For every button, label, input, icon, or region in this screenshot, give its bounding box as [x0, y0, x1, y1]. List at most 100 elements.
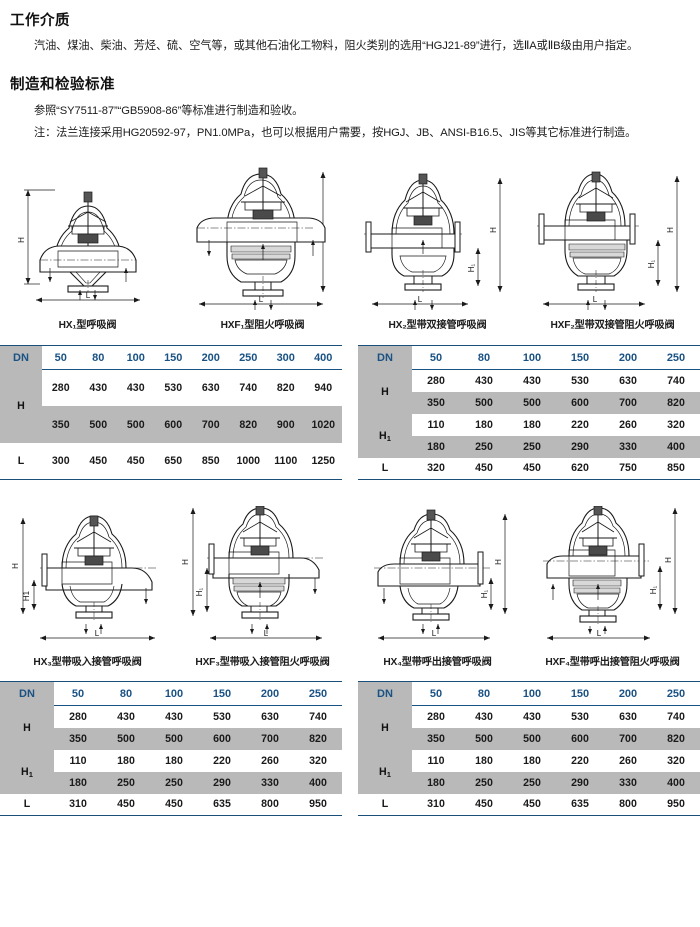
- cell: 635: [198, 793, 246, 816]
- col-header: 250: [294, 681, 342, 707]
- cell: 250: [508, 435, 556, 458]
- cell: 250: [460, 771, 508, 794]
- cell: 950: [652, 793, 700, 816]
- cell: 400: [652, 435, 700, 458]
- svg-text:L: L: [264, 629, 269, 638]
- cell: 600: [556, 727, 604, 750]
- row-label-h1: H1: [0, 749, 54, 794]
- cell: 600: [154, 406, 192, 443]
- row-label-h1: H1: [358, 413, 412, 458]
- cell: 940: [304, 369, 342, 407]
- cell: 500: [102, 727, 150, 750]
- cell: 330: [246, 771, 294, 794]
- svg-text:L: L: [597, 629, 602, 638]
- diagram-hxf4: H H₁ L: [525, 506, 700, 651]
- cell: 450: [460, 793, 508, 816]
- cell: 450: [150, 793, 198, 816]
- cell: 450: [460, 457, 508, 480]
- cell: 600: [556, 391, 604, 414]
- table-header-row: DN 50 80 100 150 200 250: [0, 681, 342, 707]
- cell: 220: [556, 749, 604, 772]
- col-header: 150: [556, 345, 604, 371]
- section-title-manufacturing-standard: 制造和检验标准: [10, 77, 115, 94]
- table-hx2-hxf2: DN 50 80 100 150 200 250 H 280 430 430 5…: [358, 345, 700, 481]
- cell: 350: [412, 391, 460, 414]
- col-header: 100: [508, 681, 556, 707]
- cell: 820: [294, 727, 342, 750]
- section-body-standard-line2: 注：法兰连接采用HG20592-97，PN1.0MPa，也可以根据用户需要，按H…: [34, 126, 637, 139]
- col-header: 150: [198, 681, 246, 707]
- table-row: H 280 430 430 530 630 740: [358, 705, 700, 750]
- col-header: 250: [229, 345, 267, 371]
- caption-row-top: HX₁型呼吸阀 HXF₁型阻火呼吸阀 HX₂型带双接管呼吸阀 HXF₂型带双接管…: [0, 316, 700, 331]
- cell: 850: [192, 442, 230, 480]
- cell: 110: [54, 749, 102, 772]
- caption-hxf1: HXF₁型阻火呼吸阀: [220, 320, 305, 332]
- row-label-l: L: [0, 442, 42, 480]
- row-label-l: L: [358, 793, 412, 816]
- row-label-l: L: [0, 793, 54, 816]
- cell: 260: [246, 749, 294, 772]
- cell: 350: [42, 406, 80, 443]
- col-header: 300: [267, 345, 305, 371]
- cell: 320: [294, 749, 342, 772]
- cell: 430: [460, 369, 508, 392]
- col-header: 80: [460, 681, 508, 707]
- table-corner-dn: DN: [0, 681, 54, 706]
- table-corner-dn: DN: [358, 681, 412, 706]
- table-hx4-hxf4: DN 50 80 100 150 200 250 H 280 430 430 5…: [358, 681, 700, 817]
- cell: 180: [54, 771, 102, 794]
- svg-text:H: H: [666, 227, 675, 233]
- col-header: 250: [652, 345, 700, 371]
- table-row: 180 250 250 290 330 400: [0, 771, 342, 794]
- col-header: 80: [460, 345, 508, 371]
- col-header: 150: [154, 345, 192, 371]
- table-row: 180 250 250 290 330 400: [358, 435, 700, 458]
- cell: 180: [102, 749, 150, 772]
- table-row: 350 500 500 600 700 820: [358, 727, 700, 750]
- cell: 180: [460, 749, 508, 772]
- col-header: 80: [102, 681, 150, 707]
- cell: 250: [102, 771, 150, 794]
- table-row: 350 500 500 600 700 820 900 1020: [0, 406, 342, 443]
- cell: 450: [79, 442, 117, 480]
- diagram-hx2: H H₁ L: [350, 164, 525, 314]
- cell: 530: [154, 369, 192, 407]
- caption-hx1: HX₁型呼吸阀: [58, 320, 117, 332]
- cell: 110: [412, 413, 460, 436]
- col-header: 200: [604, 681, 652, 707]
- diagram-row-bottom: H H1 L: [0, 506, 700, 651]
- cell: 220: [198, 749, 246, 772]
- cell: 620: [556, 457, 604, 480]
- cell: 400: [652, 771, 700, 794]
- cell: 290: [556, 435, 604, 458]
- caption-row-bottom: HX₃型带吸入接管呼吸阀 HXF₃型带吸入接管阻火呼吸阀 HX₄型带呼出接管呼吸…: [0, 653, 700, 668]
- cell: 330: [604, 435, 652, 458]
- cell: 450: [508, 793, 556, 816]
- table-row: L 310 450 450 635 800 950: [358, 793, 700, 816]
- cell: 450: [117, 442, 155, 480]
- svg-text:H₁: H₁: [467, 264, 476, 273]
- cell: 630: [246, 705, 294, 728]
- row-label-h: H: [358, 369, 412, 414]
- cell: 820: [267, 369, 305, 407]
- svg-text:L: L: [432, 629, 437, 638]
- table-row: L 310 450 450 635 800 950: [0, 793, 342, 816]
- cell: 260: [604, 749, 652, 772]
- cell: 630: [604, 369, 652, 392]
- cell: 280: [42, 369, 80, 407]
- cell: 430: [150, 705, 198, 728]
- table-row: L 320 450 450 620 750 850: [358, 457, 700, 480]
- svg-text:H: H: [17, 237, 26, 243]
- cell: 430: [460, 705, 508, 728]
- cell: 180: [460, 413, 508, 436]
- diagram-hx3: H H1 L: [0, 506, 175, 651]
- col-header: 100: [117, 345, 155, 371]
- cell: 330: [604, 771, 652, 794]
- cell: 630: [192, 369, 230, 407]
- cell: 530: [556, 369, 604, 392]
- cell: 500: [508, 391, 556, 414]
- svg-text:L: L: [259, 295, 264, 304]
- cell: 110: [412, 749, 460, 772]
- section-working-medium: 工作介质 汽油、煤油、柴油、芳烃、硫、空气等，或其他石油化工物料，阻火类别的选用…: [0, 0, 700, 55]
